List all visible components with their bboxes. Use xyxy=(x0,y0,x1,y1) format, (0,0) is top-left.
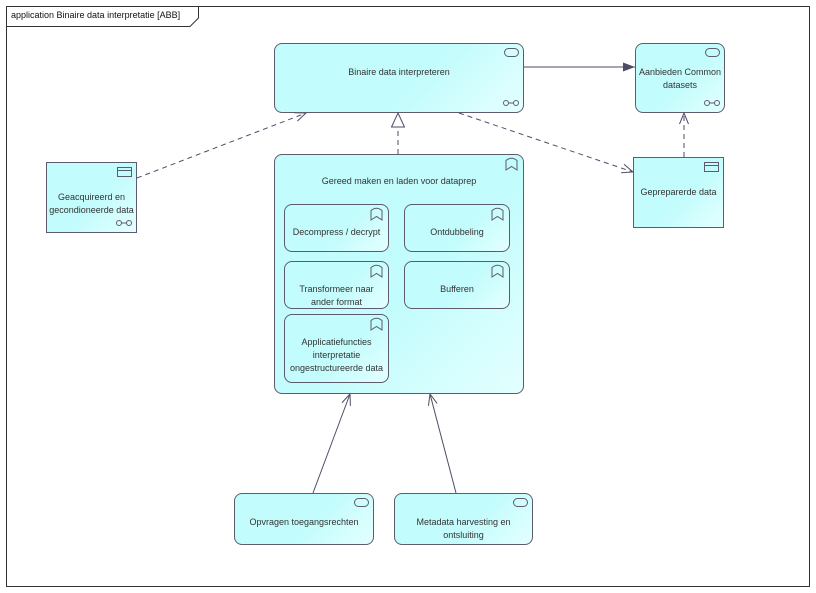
serving-opvragen-to-gereed[interactable] xyxy=(312,394,350,494)
label-line: Ontdubbeling xyxy=(430,227,484,237)
label-line: gecondioneerde data xyxy=(49,205,134,215)
label-line: Bufferen xyxy=(440,284,474,294)
application-function-icon xyxy=(370,317,383,331)
element-label: Ontdubbeling xyxy=(407,226,507,239)
application-service-icon xyxy=(504,48,519,57)
data-object-icon xyxy=(704,162,719,172)
element-label: Opvragen toegangsrechten xyxy=(237,516,371,529)
data-object-gepreparerde-data[interactable]: Gepreparerde data xyxy=(633,157,724,228)
diagram-frame-title-tab xyxy=(6,6,199,27)
application-function-icon xyxy=(370,207,383,221)
function-ontdubbeling[interactable]: Ontdubbeling xyxy=(404,204,510,252)
label-line: Gereed maken en laden voor dataprep xyxy=(321,176,477,186)
element-label: Aanbieden Common datasets xyxy=(638,66,722,92)
label-line: Geacquireerd en xyxy=(57,192,126,202)
access-geacquireerd-to-binaire[interactable] xyxy=(136,113,306,179)
diagram-frame-border xyxy=(6,6,810,587)
element-label: Gepreparerde data xyxy=(636,186,721,199)
access-binaire-to-gepreparerde[interactable] xyxy=(458,112,633,172)
element-label: Gereed maken en laden voor dataprep xyxy=(277,175,521,188)
element-label: Binaire data interpreteren xyxy=(277,66,521,79)
service-opvragen-toegangsrechten[interactable]: Opvragen toegangsrechten xyxy=(234,493,374,545)
label-line: ongestructureerde data xyxy=(289,363,384,373)
function-transformeer-naar-ander-format[interactable]: Transformeer naar ander format xyxy=(284,261,389,309)
serving-metadata-to-gereed[interactable] xyxy=(430,394,457,494)
linked-diagram-icon xyxy=(116,220,132,226)
service-aanbieden-common-datasets[interactable]: Aanbieden Common datasets xyxy=(635,43,725,113)
element-label: Decompress / decrypt xyxy=(287,226,386,239)
label-line: Applicatiefuncties xyxy=(301,337,372,347)
application-service-icon xyxy=(354,498,369,507)
label-line: ontsluiting xyxy=(443,530,484,540)
data-object-geacquireerd-gecondioneerde-data[interactable]: Geacquireerd en gecondioneerde data xyxy=(46,162,137,233)
service-binaire-data-interpreteren[interactable]: Binaire data interpreteren xyxy=(274,43,524,113)
application-function-icon xyxy=(491,264,504,278)
label-line: Metadata harvesting en xyxy=(416,517,511,527)
label-line: Aanbieden Common xyxy=(638,67,722,77)
label-line: datasets xyxy=(662,80,698,90)
data-object-icon xyxy=(117,167,132,177)
label-line: Binaire data interpreteren xyxy=(348,67,450,77)
application-function-icon xyxy=(491,207,504,221)
label-line: Transformeer naar xyxy=(299,284,374,294)
label-line: ander format xyxy=(310,297,363,307)
linked-diagram-icon xyxy=(503,100,519,106)
function-applicatiefuncties-interpretatie[interactable]: Applicatiefuncties interpretatie ongestr… xyxy=(284,314,389,383)
function-decompress-decrypt[interactable]: Decompress / decrypt xyxy=(284,204,389,252)
element-label: Bufferen xyxy=(407,283,507,296)
label-line: Decompress / decrypt xyxy=(292,227,381,237)
application-function-icon xyxy=(370,264,383,278)
function-bufferen[interactable]: Bufferen xyxy=(404,261,510,309)
linked-diagram-icon xyxy=(704,100,720,106)
element-label: Geacquireerd en gecondioneerde data xyxy=(49,191,134,217)
label-line: Opvragen toegangsrechten xyxy=(249,517,359,527)
application-service-icon xyxy=(513,498,528,507)
label-line: Gepreparerde data xyxy=(640,187,717,197)
application-function-icon xyxy=(505,157,518,171)
element-label: Applicatiefuncties interpretatie ongestr… xyxy=(287,336,386,375)
element-label: Metadata harvesting en ontsluiting xyxy=(397,516,530,542)
service-metadata-harvesting-en-ontsluiting[interactable]: Metadata harvesting en ontsluiting xyxy=(394,493,533,545)
label-line: interpretatie xyxy=(312,350,361,360)
diagram-title: application Binaire data interpretatie [… xyxy=(11,10,181,20)
application-service-icon xyxy=(705,48,720,57)
element-label: Transformeer naar ander format xyxy=(287,283,386,309)
